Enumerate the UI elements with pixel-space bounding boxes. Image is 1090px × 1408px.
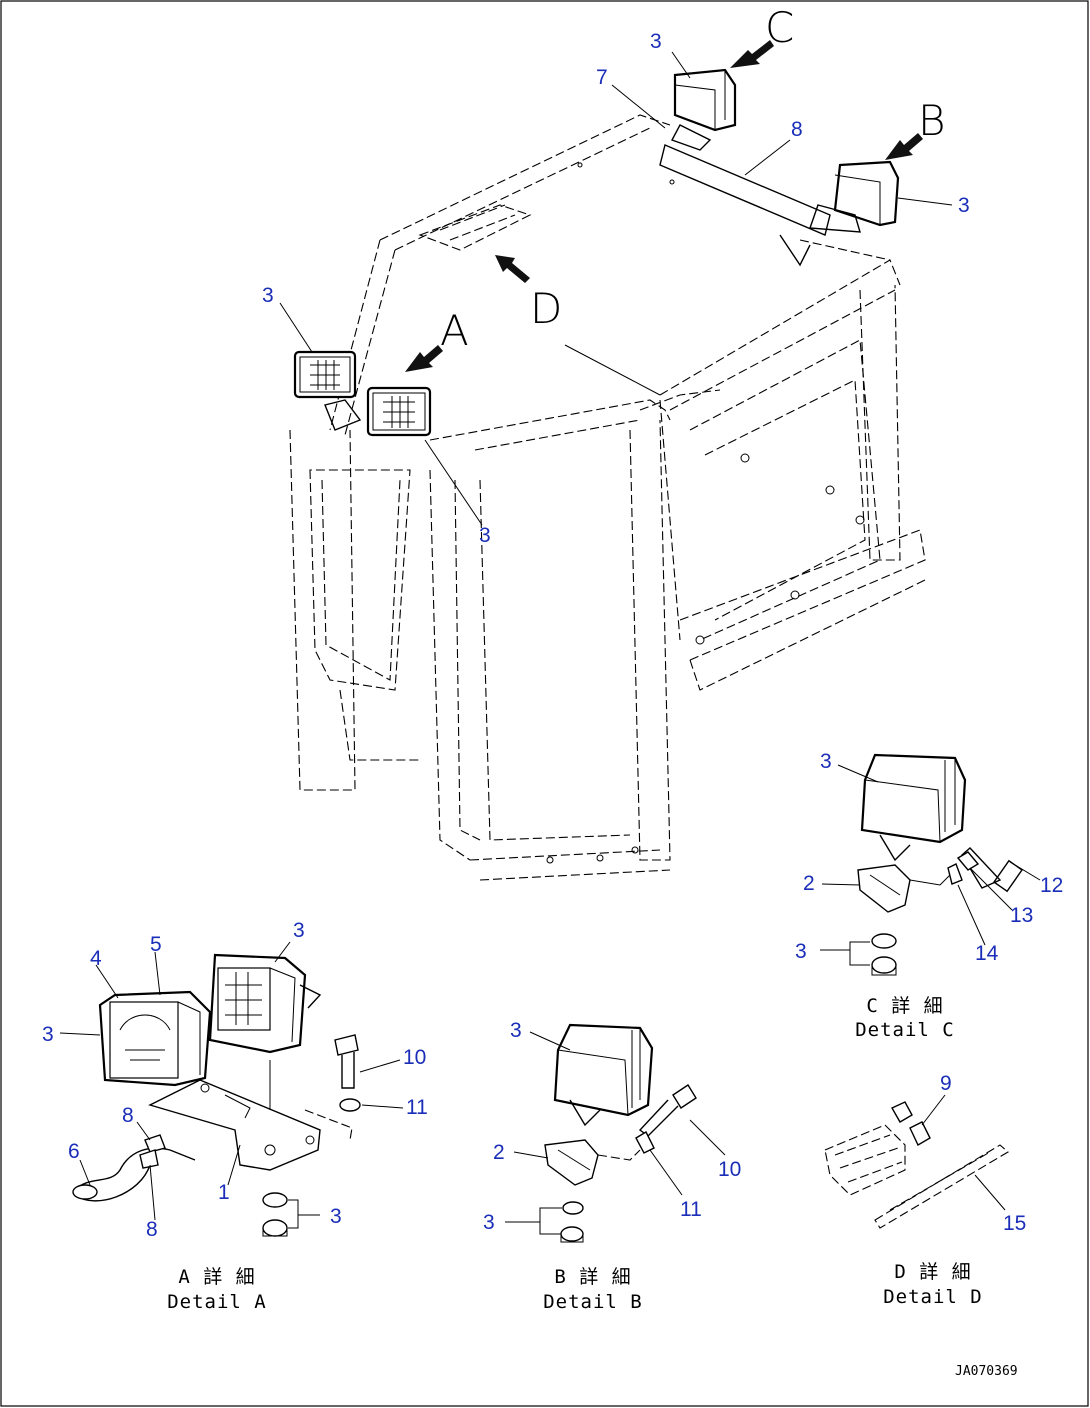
callout-3: 3 — [510, 1019, 522, 1042]
caption-c-en: Detail C — [855, 1019, 955, 1041]
callout-11: 11 — [680, 1198, 702, 1221]
callout-3: 3 — [330, 1205, 342, 1228]
callout-12: 12 — [1040, 874, 1063, 897]
callout-2: 2 — [803, 872, 815, 895]
callout-3: 3 — [958, 194, 970, 217]
view-arrow-b — [885, 133, 923, 160]
caption-b-jp: B 詳 細 — [554, 1266, 631, 1288]
callout-3: 3 — [820, 750, 832, 773]
detail-c — [820, 753, 1041, 976]
callout-15: 15 — [1003, 1212, 1026, 1235]
view-label-b: B — [918, 96, 946, 145]
detail-a — [59, 941, 404, 1237]
caption-a-jp: A 詳 細 — [178, 1266, 255, 1288]
view-arrow-a — [405, 345, 443, 372]
callout-8: 8 — [146, 1218, 158, 1241]
callout-3: 3 — [650, 30, 662, 53]
callout-3: 3 — [262, 284, 274, 307]
callout-10: 10 — [718, 1158, 741, 1181]
detail-b — [505, 1023, 726, 1243]
callout-3: 3 — [293, 919, 305, 942]
view-arrow-c — [730, 40, 774, 68]
drawing-code: JA070369 — [955, 1364, 1018, 1379]
callout-3: 3 — [483, 1211, 495, 1234]
callout-3: 3 — [479, 524, 491, 547]
caption-d-en: Detail D — [883, 1286, 983, 1308]
callout-5: 5 — [150, 933, 162, 956]
caption-d-jp: D 詳 細 — [894, 1261, 971, 1283]
view-label-d: D — [530, 284, 562, 333]
callout-4: 4 — [90, 947, 102, 970]
callout-8: 8 — [122, 1104, 134, 1127]
view-label-c: C — [765, 3, 794, 52]
callout-10: 10 — [403, 1046, 426, 1069]
callout-3: 3 — [42, 1023, 54, 1046]
callout-13: 13 — [1010, 904, 1033, 927]
work-lamp-b — [809, 160, 900, 233]
leader-d — [564, 344, 661, 396]
callout-14: 14 — [975, 942, 999, 965]
callout-11: 11 — [406, 1096, 428, 1119]
cab-frame — [289, 114, 926, 881]
callout-2: 2 — [493, 1141, 505, 1164]
callout-9: 9 — [940, 1072, 952, 1095]
callout-8: 8 — [791, 118, 803, 141]
callout-7: 7 — [596, 66, 608, 89]
work-lamps-a — [293, 350, 432, 437]
view-arrow-d — [495, 255, 530, 283]
caption-a-en: Detail A — [167, 1291, 267, 1313]
callout-1: 1 — [218, 1181, 230, 1204]
view-label-a: A — [440, 306, 469, 355]
detail-d — [824, 1094, 1009, 1229]
lamp-bracket-bar — [659, 144, 831, 267]
callout-6: 6 — [68, 1140, 80, 1163]
callout-3: 3 — [795, 940, 807, 963]
caption-c-jp: C 詳 細 — [866, 995, 943, 1017]
work-lamp-c — [671, 68, 737, 151]
caption-b-en: Detail B — [543, 1291, 643, 1313]
